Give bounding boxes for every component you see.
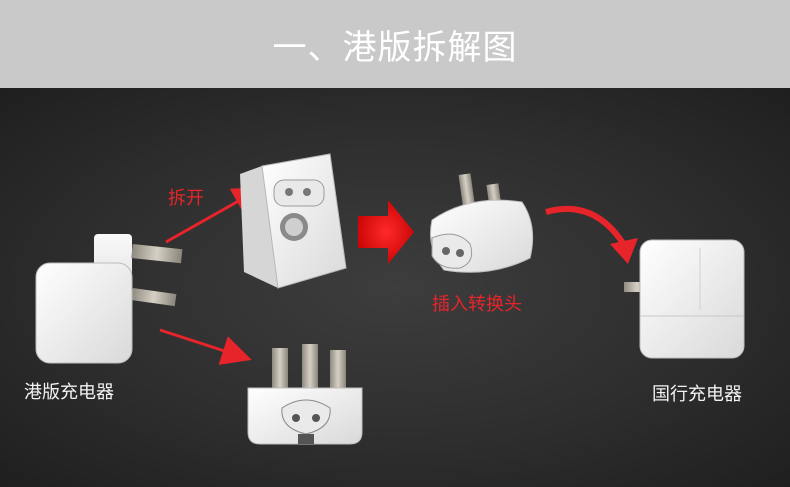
adapter-head-image [430,173,534,273]
hk-charger-label: 港版充电器 [24,382,114,403]
plug-head-image [247,344,363,445]
page-title: 一、港版拆解图 [272,27,518,68]
adapter-head-label: 插入转换头 [432,294,522,315]
big-red-arrow [358,200,414,264]
header-bar: 一、港版拆解图 [0,0,790,88]
illustration-stage: 拆开 插入转换头 港版充电器 国行充电器 [0,88,790,487]
cn-charger-label: 国行充电器 [652,384,742,405]
cn-charger-image [624,239,745,359]
curved-red-arrow [545,206,629,250]
hk-charger-image [35,234,183,364]
disassemble-label: 拆开 [168,188,204,209]
disassemble-arrow-bottom [159,328,252,365]
charger-body-image [240,153,347,289]
disassembly-illustration [35,153,745,445]
